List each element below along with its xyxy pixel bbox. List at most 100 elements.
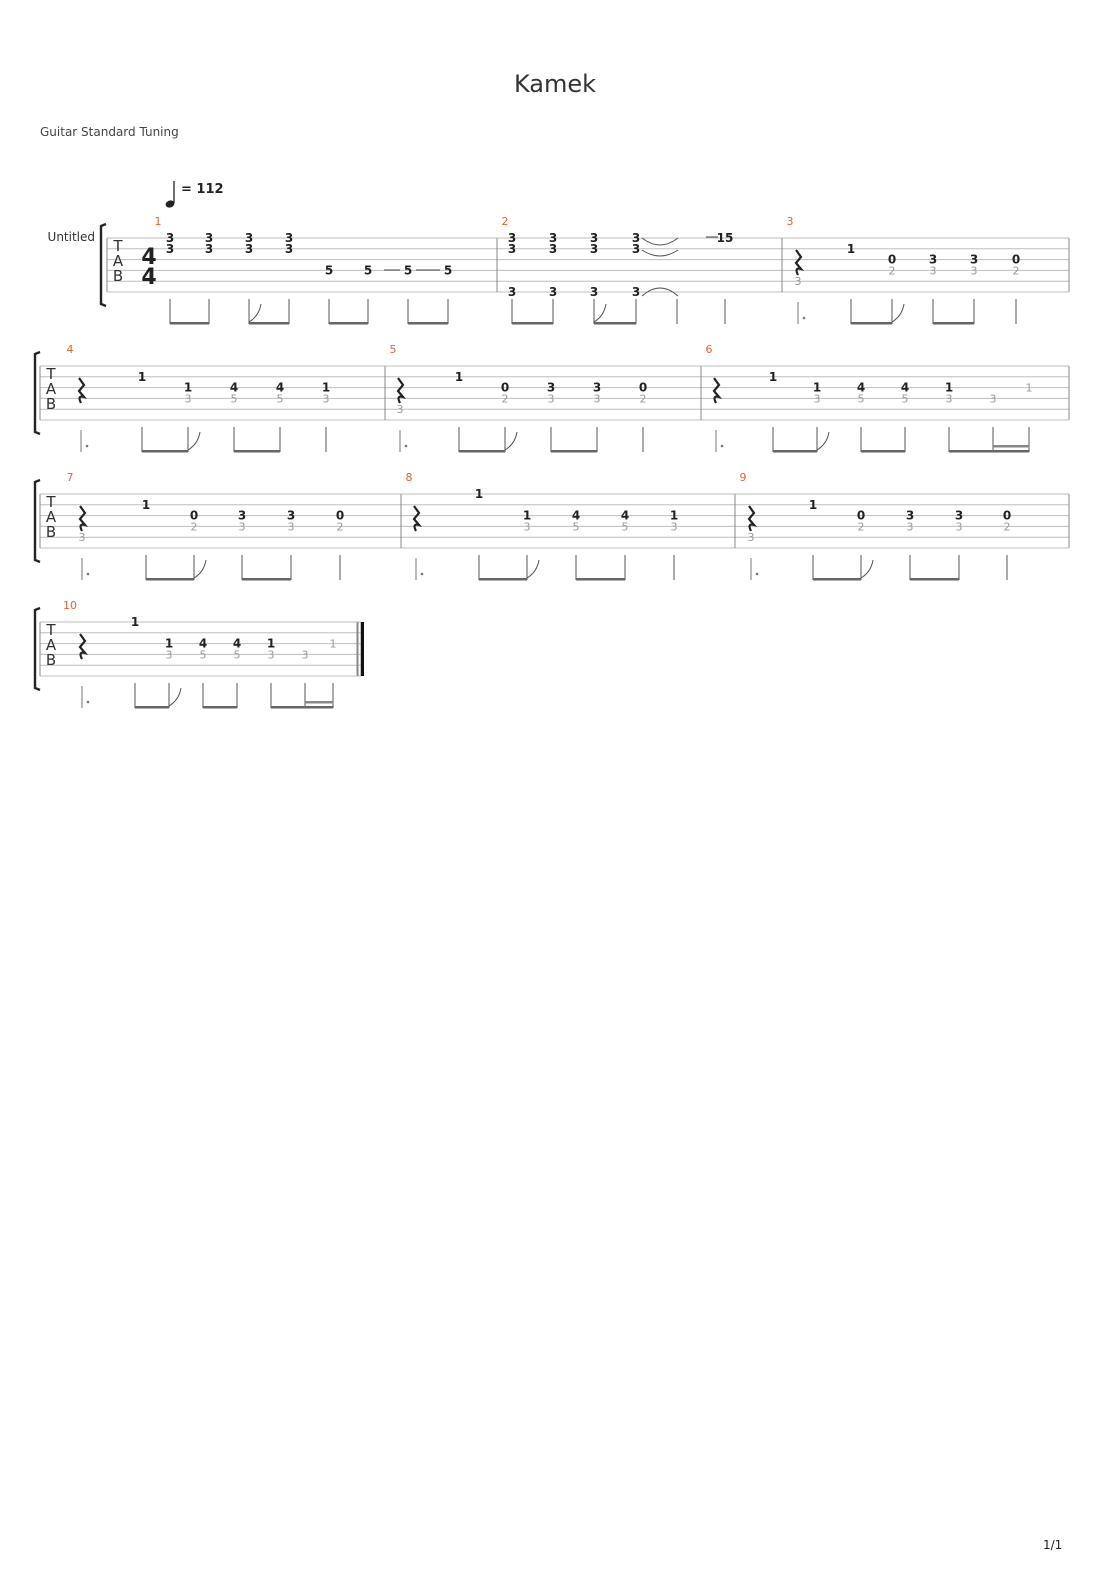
quarter-rest-icon — [794, 249, 805, 276]
tab-clef-letter: T — [45, 365, 56, 383]
fret-number: 1 — [322, 381, 330, 395]
flag-curve — [193, 559, 207, 579]
score-title: Kamek — [513, 70, 597, 98]
page-number: 1/1 — [1043, 1538, 1063, 1552]
measure-number: 3 — [787, 215, 794, 228]
fret-number: 3 — [549, 231, 557, 245]
fret-number: 3 — [508, 231, 516, 245]
fret-number: 0 — [639, 381, 647, 395]
beam — [459, 450, 505, 453]
beam — [933, 322, 974, 325]
quarter-rest-icon — [78, 505, 89, 532]
fret-number: 3 — [907, 520, 914, 533]
beam — [551, 450, 597, 453]
final-barline — [361, 622, 364, 676]
fret-number: 2 — [889, 264, 896, 277]
fret-number: 1 — [330, 638, 337, 651]
fret-number: 5 — [622, 520, 629, 533]
fret-number: 4 — [199, 637, 207, 651]
measure-number: 6 — [706, 343, 713, 356]
fret-number: 0 — [857, 509, 865, 523]
fret-number: 0 — [1012, 253, 1020, 267]
measure-number: 1 — [155, 215, 162, 228]
tab-clef-letter: B — [113, 267, 123, 285]
flag-curve — [593, 303, 607, 323]
fret-number: 5 — [277, 392, 284, 405]
quarter-rest-icon — [396, 377, 407, 404]
beam — [576, 578, 625, 581]
fret-number: 3 — [287, 509, 295, 523]
fret-number: 5 — [364, 263, 372, 277]
fret-number: 3 — [549, 242, 557, 256]
fret-number: 3 — [288, 520, 295, 533]
beam — [479, 578, 527, 581]
fret-number: 3 — [549, 285, 557, 299]
tab-clef-letter: T — [112, 237, 123, 255]
fret-number: 3 — [547, 381, 555, 395]
tab-clef-letter: T — [45, 493, 56, 511]
fret-number: 1 — [138, 370, 146, 384]
fret-number: 3 — [508, 242, 516, 256]
fret-number: 3 — [930, 264, 937, 277]
fret-number: 3 — [79, 531, 86, 544]
staff-bracket — [33, 350, 41, 436]
fret-number: 3 — [205, 242, 213, 256]
fret-number: 3 — [955, 509, 963, 523]
quarter-rest-icon — [77, 377, 88, 404]
fret-number: 1 — [945, 381, 953, 395]
fret-number: 3 — [632, 231, 640, 245]
beam — [851, 322, 892, 325]
fret-number: 2 — [640, 392, 647, 405]
tie — [641, 287, 679, 297]
fret-number: 0 — [1003, 509, 1011, 523]
fret-number: 3 — [508, 285, 516, 299]
fret-number: 4 — [901, 381, 909, 395]
fret-number: 2 — [502, 392, 509, 405]
fret-number: 3 — [185, 392, 192, 405]
fret-number: 3 — [632, 285, 640, 299]
measure-number: 10 — [63, 599, 77, 612]
fret-number: 1 — [1026, 382, 1033, 395]
fret-number: 3 — [238, 509, 246, 523]
tab-clef-letter: A — [46, 508, 57, 526]
fret-number: 2 — [337, 520, 344, 533]
beam — [861, 450, 905, 453]
fret-number: 1 — [847, 242, 855, 256]
fret-number: 3 — [590, 285, 598, 299]
tempo-marking: = 112 — [181, 182, 224, 197]
fret-number: 3 — [814, 392, 821, 405]
fret-number: 3 — [166, 242, 174, 256]
fret-number: 3 — [593, 381, 601, 395]
fret-number: 3 — [285, 242, 293, 256]
fret-number: 15 — [717, 231, 734, 245]
fret-number: 1 — [142, 498, 150, 512]
beam — [146, 578, 194, 581]
fret-number: 5 — [573, 520, 580, 533]
staff-bracket — [99, 222, 107, 308]
beam — [242, 578, 291, 581]
beam-sixteenth — [993, 445, 1029, 448]
fret-number: 1 — [809, 498, 817, 512]
fret-number: 3 — [166, 231, 174, 245]
fret-number: 5 — [231, 392, 238, 405]
beam — [408, 322, 448, 325]
dot — [720, 444, 724, 448]
fret-number: 3 — [970, 253, 978, 267]
measure-number: 2 — [502, 215, 509, 228]
dot — [420, 572, 424, 576]
measure-number: 4 — [67, 343, 74, 356]
fret-number: 4 — [621, 509, 629, 523]
fret-number: 3 — [548, 392, 555, 405]
fret-number: 2 — [858, 520, 865, 533]
tie — [641, 249, 679, 257]
measure-number: 7 — [67, 471, 74, 484]
fret-number: 3 — [929, 253, 937, 267]
fret-number: 1 — [769, 370, 777, 384]
dot — [802, 316, 806, 320]
beam — [249, 322, 289, 325]
fret-number: 3 — [990, 392, 997, 405]
fret-number: 4 — [276, 381, 284, 395]
fret-number: 2 — [1013, 264, 1020, 277]
fret-number: 3 — [594, 392, 601, 405]
tab-clef-letter: B — [46, 651, 56, 669]
